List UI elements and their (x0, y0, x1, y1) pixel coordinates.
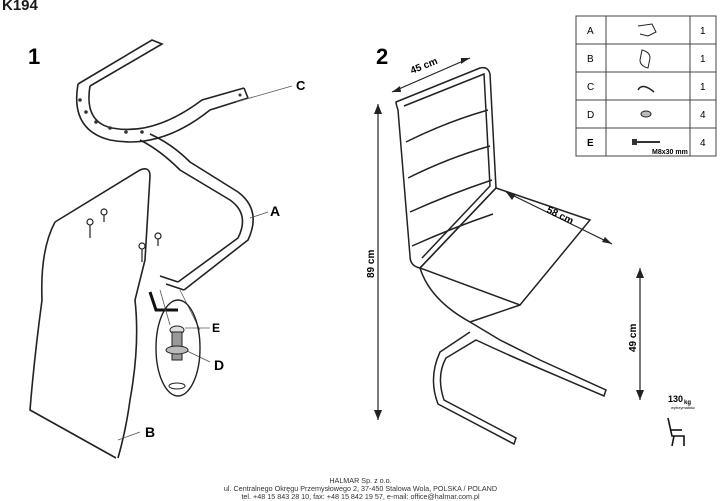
part-letter: E (587, 138, 594, 149)
frame-part-a (139, 133, 254, 291)
callout-a: A (270, 203, 280, 219)
load-unit: kg (684, 400, 691, 406)
allen-key-icon (148, 291, 178, 312)
dim-height: 89 cm (366, 250, 377, 278)
parts-row: E M8x30 mm 4 (587, 138, 706, 156)
callout-e: E (212, 321, 220, 335)
step-1-number: 1 (28, 44, 40, 69)
frame-part-icon (637, 23, 657, 37)
part-qty: 4 (700, 138, 706, 149)
footer-address: ul. Centralnego Okręgu Przemysłowego 2, … (223, 484, 498, 493)
part-qty: 1 (700, 26, 706, 37)
part-letter: B (587, 54, 594, 65)
frame-connector-c (76, 39, 249, 143)
parts-row: A 1 (587, 23, 706, 37)
callout-d: D (214, 357, 224, 373)
dim-seat-height: 49 cm (628, 324, 639, 352)
footer-company: HALMAR Sp. z o.o. (329, 476, 392, 485)
frame-holes (78, 93, 242, 134)
washer-icon (165, 345, 189, 355)
seat-part-icon (639, 49, 651, 69)
part-letter: D (587, 110, 594, 121)
hardware-detail (155, 299, 201, 397)
footer-contact: tel. +48 15 843 28 10, fax: +48 15 842 1… (241, 492, 480, 501)
parts-row: D 4 (587, 110, 706, 121)
callout-c: C (296, 78, 306, 93)
part-qty: 4 (700, 110, 706, 121)
parts-row: C 1 (587, 82, 706, 93)
chair-load-icon (667, 417, 685, 447)
bolt-icon (632, 139, 660, 145)
parts-table: A 1 B 1 C 1 D 4 E M8x30 mm 4 (575, 15, 717, 157)
load-caption: wytrzymałość (671, 405, 695, 410)
step-2-number: 2 (376, 44, 388, 69)
part-qty: 1 (700, 54, 706, 65)
part-size: M8x30 mm (652, 149, 688, 156)
washer-icon (640, 110, 652, 118)
dim-depth: 58 cm (545, 205, 575, 227)
frame-connector-icon (637, 85, 655, 93)
dimension-arrows (377, 57, 641, 420)
load-value: 130 (668, 394, 683, 404)
seat-screws (86, 208, 162, 262)
parts-row: B 1 (587, 49, 706, 69)
seat-part-b (29, 168, 151, 459)
assembled-chair (395, 66, 607, 446)
part-letter: A (587, 26, 594, 37)
arrow-heads (374, 58, 644, 420)
step-1: 1 (28, 39, 306, 459)
callout-b: B (145, 424, 155, 440)
load-capacity: 130 kg wytrzymałość (667, 394, 695, 447)
part-qty: 1 (700, 82, 706, 93)
part-letter: C (587, 82, 594, 93)
model-code: K194 (2, 0, 38, 14)
